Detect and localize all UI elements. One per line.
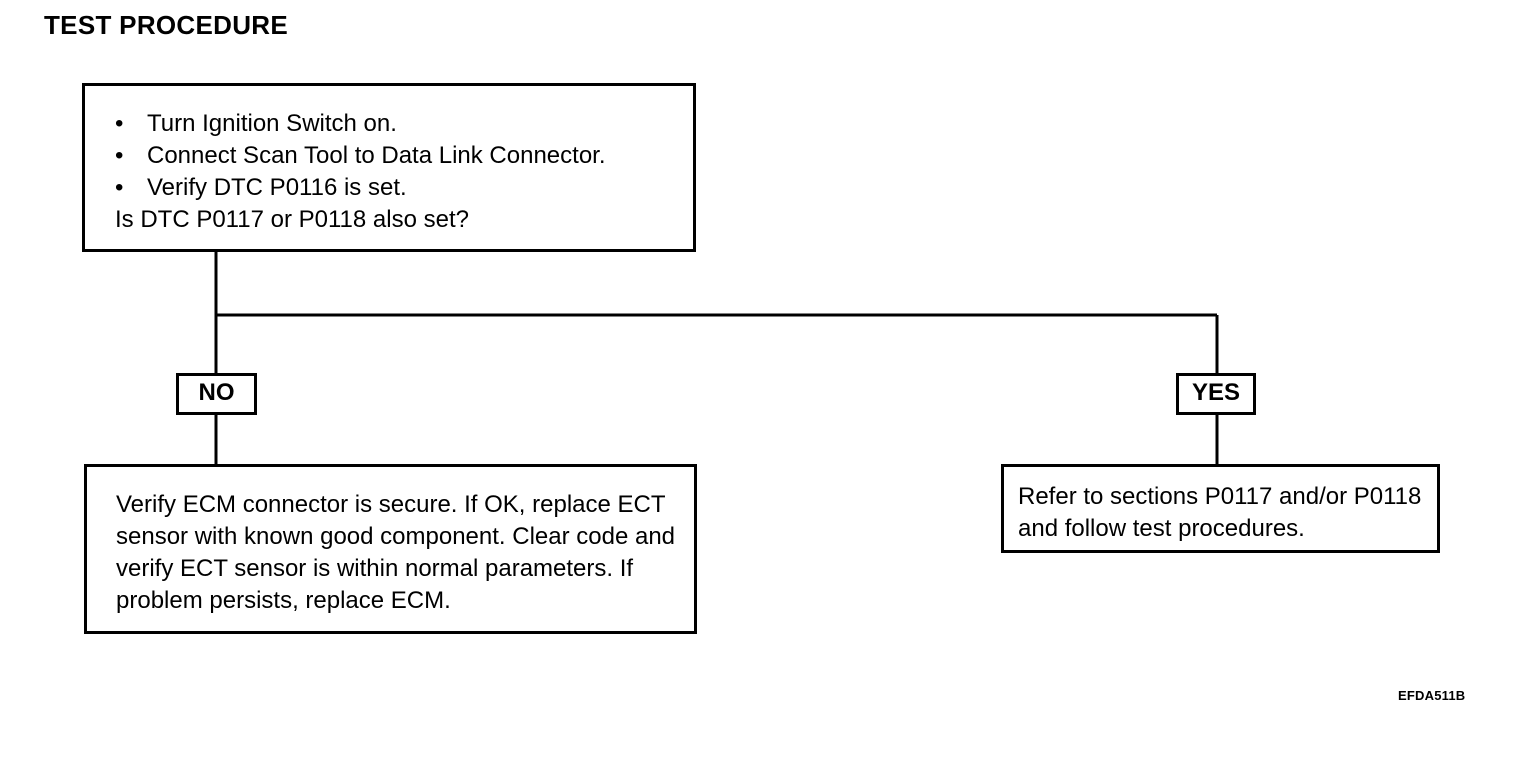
step-item: Turn Ignition Switch on.	[115, 108, 683, 140]
decision-box: Turn Ignition Switch on. Connect Scan To…	[82, 83, 696, 252]
no-action-box: Verify ECM connector is secure. If OK, r…	[84, 464, 697, 634]
yes-label: YES	[1176, 373, 1256, 415]
step-item: Connect Scan Tool to Data Link Connector…	[115, 140, 683, 172]
yes-action-box: Refer to sections P0117 and/or P0118 and…	[1001, 464, 1440, 553]
step-item: Verify DTC P0116 is set.	[115, 172, 683, 204]
figure-id: EFDA511B	[1398, 688, 1466, 703]
decision-question: Is DTC P0117 or P0118 also set?	[115, 206, 469, 233]
yes-action-text: Refer to sections P0117 and/or P0118 and…	[1018, 483, 1422, 542]
page-title: TEST PROCEDURE	[44, 10, 289, 40]
no-action-text: Verify ECM connector is secure. If OK, r…	[116, 491, 676, 614]
step-list: Turn Ignition Switch on. Connect Scan To…	[115, 108, 683, 204]
no-label: NO	[176, 373, 257, 415]
